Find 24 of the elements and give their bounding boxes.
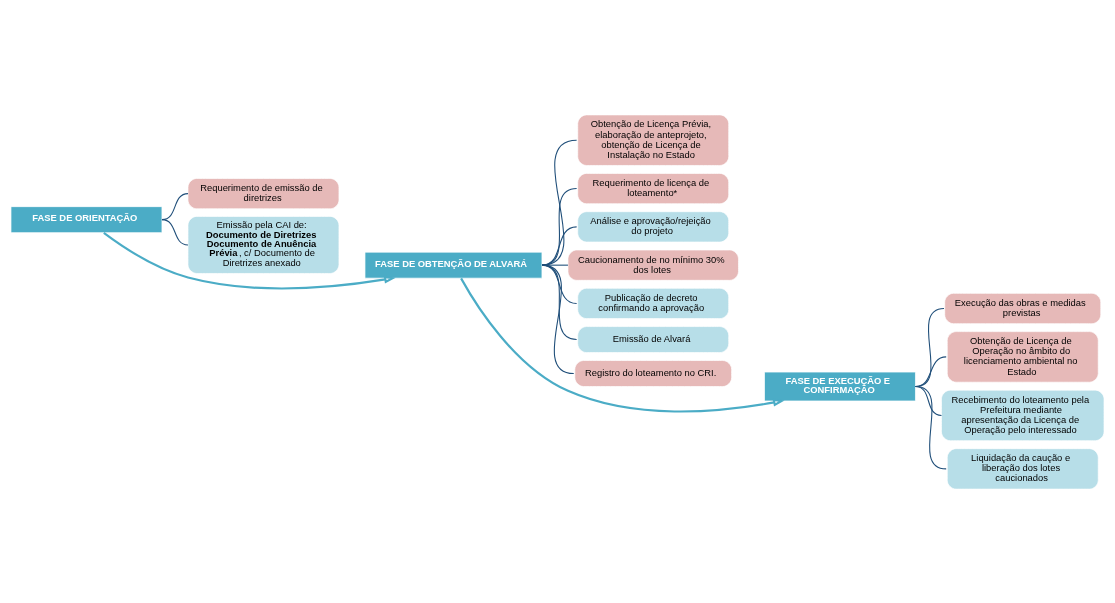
node-box: Emissão pela CAI de: Documento de Diretrizes Documento de Anuência Prévia, c/ Documento de Diretrizes anexado [187,215,340,274]
connector [161,218,189,245]
node-box: Caucionamento de no mínimo 30% dos lotes [567,249,739,281]
node-box: Execução das obras e medidas previstas [944,292,1102,324]
arrow [103,231,396,289]
node-box: FASE DE EXECUÇÃO E CONFIRMAÇÃO [764,371,916,401]
arrow [460,277,785,413]
node-box: Registro do loteamento no CRI. [574,359,732,387]
node-box: FASE DE ORIENTAÇÃO [10,205,163,233]
node-box: Análise e aprovação/rejeição do projeto [577,210,730,242]
connector [541,187,578,266]
node-box: Requerimento de licença de loteamento* [577,172,730,204]
node-box: Liquidação da caução e liberação dos lotes caucionados [946,447,1099,489]
node-box: Recebimento do loteamento pela Prefeitura mediante apresentação da Licença de Operação pelo interessado [941,389,1105,441]
node-box: FASE DE OBTENÇÃO DE ALVARÁ [364,251,543,279]
connector [914,385,947,469]
connector [541,264,575,374]
node-box: Obtenção de Licença Prévia, elaboração de anteprojeto, obtenção de Licença de Instalação no Estado [577,114,730,166]
node-box: Requerimento de emissão de diretrizes [187,177,340,209]
connector [541,139,578,266]
node-box: Emissão de Alvará [577,325,730,353]
connector [541,225,578,266]
node-box: Publicação de decreto confirmando a aprovação [577,287,730,319]
node-box: Obtenção de Licença de Operação no âmbito do licenciamento ambiental no Estado [946,330,1099,383]
